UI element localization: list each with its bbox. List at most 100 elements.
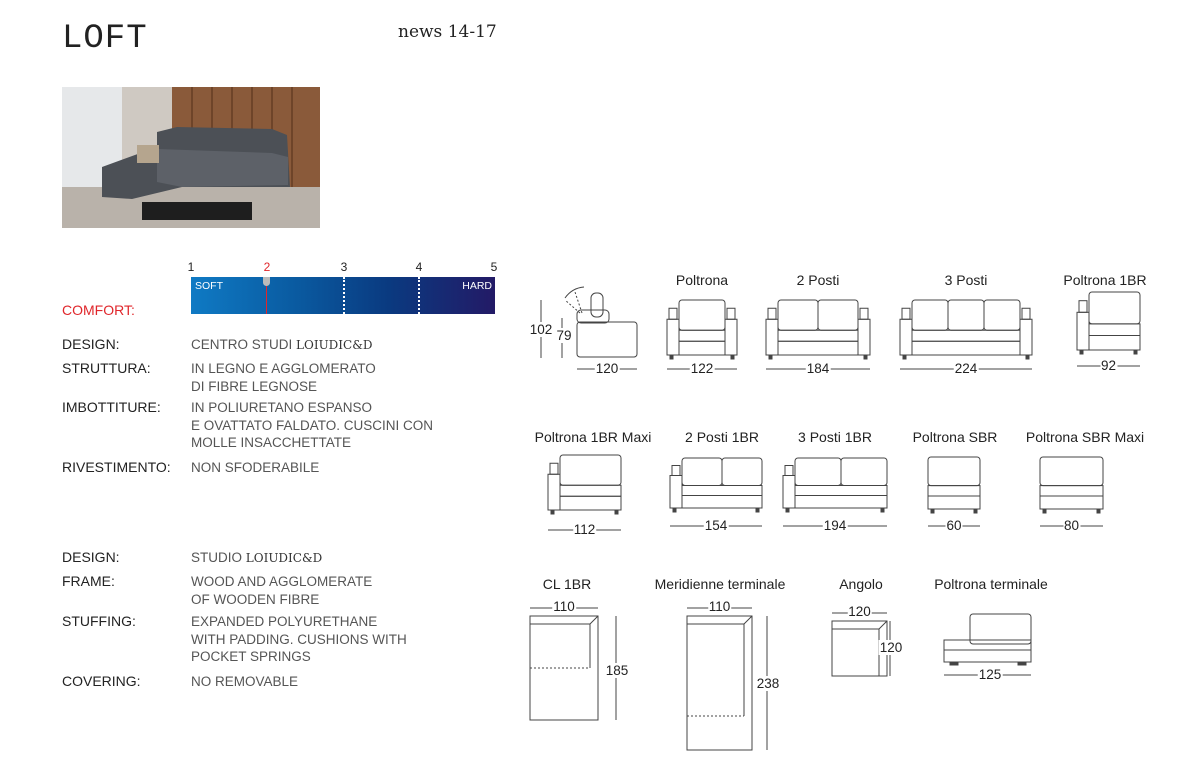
- hard-label: HARD: [462, 280, 492, 292]
- sofa-foot: [669, 354, 674, 360]
- sofa-foot: [1133, 349, 1138, 355]
- model-width-dim: 154: [703, 518, 729, 533]
- sofa-seat: [678, 329, 726, 342]
- sofa-back-cushion: [840, 457, 888, 486]
- sofa-back-cushion: [721, 457, 763, 486]
- model-width-dim: 194: [822, 518, 848, 533]
- sofa-foot: [1017, 661, 1027, 666]
- spec-label: STRUTTURA:: [62, 360, 151, 376]
- sofa-arm-top: [549, 462, 559, 475]
- sofa-seat: [911, 329, 1021, 342]
- sofa-back-cushion: [911, 299, 949, 331]
- news-label: news 14-17: [398, 22, 497, 42]
- spec-label: IMBOTTITURE:: [62, 399, 161, 415]
- spec-value: EXPANDED POLYURETHANE: [191, 613, 377, 630]
- spec-value-text: E OVATTATO FALDATO. CUSCINI CON: [191, 417, 434, 433]
- comfort-marker-icon: [263, 277, 270, 286]
- sofa-base: [911, 340, 1021, 356]
- side-depth-dim: 120: [594, 361, 620, 376]
- model-name: 2 Posti: [796, 272, 840, 288]
- model-name: Poltrona SBR Maxi: [1025, 429, 1145, 445]
- sofa-back-cushion: [777, 299, 819, 331]
- sofa-arm-top: [784, 465, 794, 476]
- brand-name: LOIUDIC&D: [296, 338, 373, 352]
- product-title: LOFT: [62, 20, 148, 58]
- sofa-base: [927, 495, 981, 510]
- model-name: Poltrona SBR: [912, 429, 998, 445]
- top-view-back: [687, 615, 753, 625]
- sofa-arm-top: [767, 307, 777, 320]
- comfort-label: COMFORT:: [62, 302, 135, 318]
- model-name: Meridienne terminale: [654, 576, 786, 592]
- model-depth-dim: 120: [878, 640, 904, 655]
- sofa-seat: [559, 484, 622, 497]
- sofa-seat: [1039, 485, 1104, 497]
- model-name: CL 1BR: [542, 576, 592, 592]
- top-view-back: [530, 615, 599, 625]
- model-width-dim: 122: [689, 361, 715, 376]
- comfort-scale-3: 3: [340, 260, 348, 274]
- sofa-back-cushion: [794, 457, 842, 486]
- spec-value-text: STUDIO: [191, 550, 246, 565]
- model-width-dim: 60: [945, 518, 963, 533]
- sofa-seat: [1088, 323, 1141, 336]
- spec-value-text: MOLLE INSACCHETTATE: [191, 435, 352, 450]
- model-name: Poltrona 1BR: [1063, 272, 1147, 288]
- spec-value: IN LEGNO E AGGLOMERATO: [191, 360, 376, 377]
- sofa-back-cushion: [947, 299, 985, 331]
- spec-value-text: EXPANDED POLYURETHANE: [191, 614, 378, 629]
- spec-label: FRAME:: [62, 573, 115, 589]
- sofa-foot: [785, 507, 790, 513]
- sofa-back-cushion: [1039, 456, 1104, 487]
- model-name: 3 Posti: [944, 272, 988, 288]
- sofa-arm: [1019, 318, 1033, 356]
- top-view-outline: [686, 615, 753, 751]
- sofa-arm-top: [668, 307, 678, 320]
- comfort-bar: SOFT HARD: [191, 277, 495, 314]
- model-depth-dim: 238: [755, 676, 781, 691]
- terminal-seat: [943, 639, 1032, 663]
- sofa-foot: [550, 509, 555, 515]
- spec-value: NON SFODERABILE: [191, 459, 319, 476]
- side-base: [576, 321, 638, 358]
- sofa-base: [1088, 335, 1141, 351]
- comfort-scale-4: 4: [415, 260, 423, 274]
- spec-value-text: IN LEGNO E AGGLOMERATO: [191, 361, 376, 376]
- sofa-seat: [927, 485, 981, 497]
- model-width-dim: 92: [1099, 358, 1118, 373]
- sofa-arm: [724, 318, 738, 356]
- sofa-arm: [669, 475, 683, 509]
- sofa-arm-top: [671, 465, 681, 476]
- sofa-foot: [863, 354, 868, 360]
- sofa-base: [681, 495, 763, 509]
- sofa-foot: [973, 508, 978, 514]
- sofa-arm-top: [859, 307, 869, 320]
- spec-label: COVERING:: [62, 673, 141, 689]
- sofa-back-cushion: [817, 299, 859, 331]
- sofa-foot: [1079, 349, 1084, 355]
- spec-value-text: WOOD AND AGGLOMERATE: [191, 574, 373, 589]
- terminal-back: [969, 613, 1032, 645]
- spec-value: MOLLE INSACCHETTATE: [191, 434, 351, 451]
- spec-value: DI FIBRE LEGNOSE: [191, 378, 317, 395]
- spec-value-text: CENTRO STUDI: [191, 337, 297, 352]
- spec-value: WOOD AND AGGLOMERATE: [191, 573, 372, 590]
- sofa-arm: [547, 473, 561, 511]
- spec-label: DESIGN:: [62, 336, 120, 352]
- model-width-dim: 184: [805, 361, 831, 376]
- sofa-base: [777, 340, 859, 356]
- sofa-base: [794, 495, 888, 509]
- top-view-back: [832, 620, 888, 630]
- spec-value-text: NON SFODERABILE: [191, 460, 320, 475]
- spec-value-text: IN POLIURETANO ESPANSO: [191, 400, 373, 415]
- model-name: 2 Posti 1BR: [685, 429, 759, 445]
- spec-value: E OVATTATO FALDATO. CUSCINI CON: [191, 417, 433, 434]
- sofa-seat: [681, 485, 763, 496]
- sofa-arm-top: [726, 307, 736, 320]
- sofa-foot: [1096, 508, 1101, 514]
- sofa-arm-top: [1078, 300, 1088, 313]
- sofa-back-cushion: [927, 456, 981, 487]
- tick-4: [418, 277, 420, 314]
- sofa-base: [559, 495, 622, 511]
